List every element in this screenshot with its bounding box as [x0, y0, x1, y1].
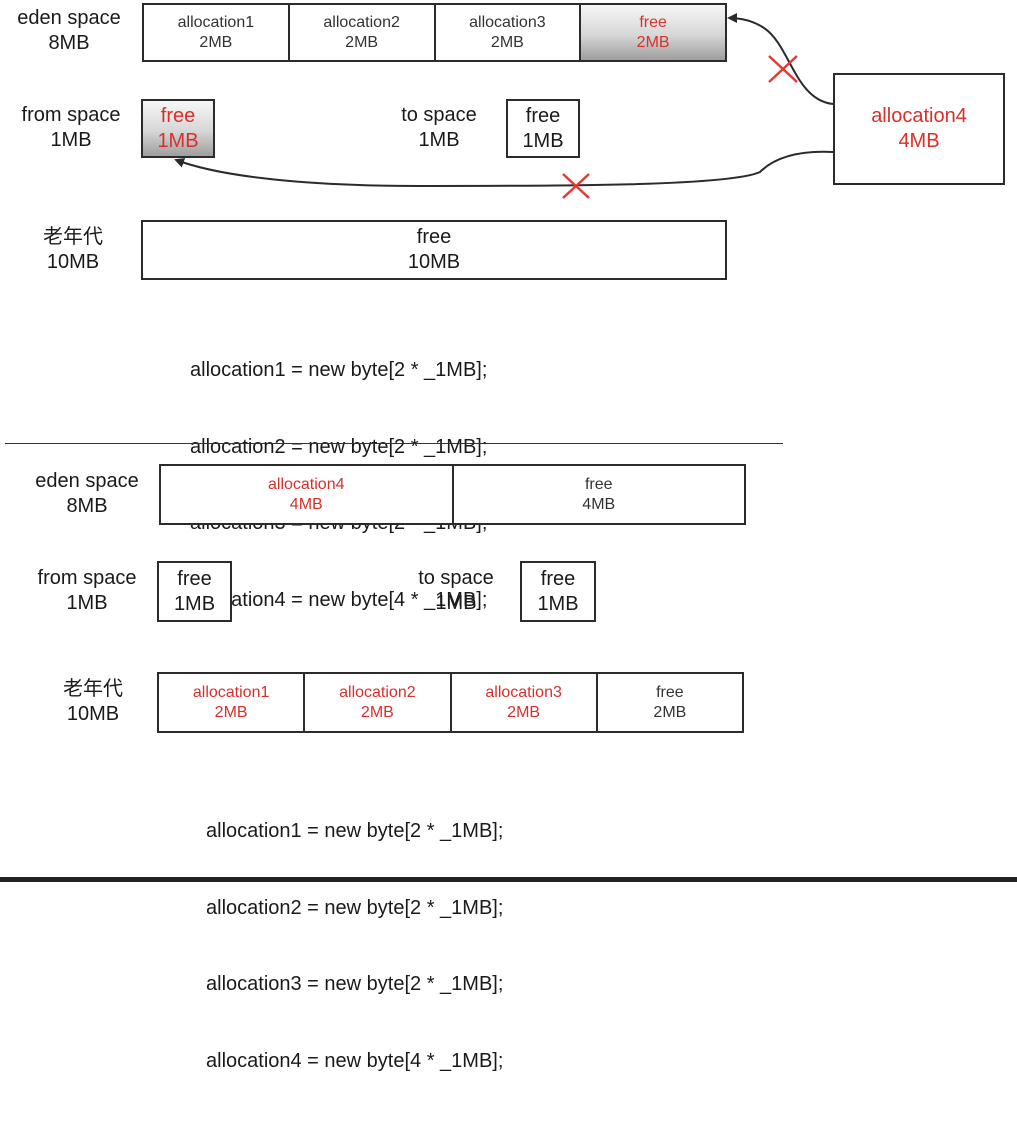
eden-cell-allocation2: allocation2 2MB	[290, 5, 436, 60]
cross-mark-icon	[562, 173, 590, 199]
code-block-after: allocation1 = new byte[2 * _1MB]; alloca…	[206, 768, 503, 1125]
old-cell-allocation3: allocation3 2MB	[452, 674, 598, 731]
from-space-label: from space 1MB	[37, 567, 137, 614]
eden-cell-allocation4: allocation4 4MB	[161, 466, 454, 523]
old-cell-allocation2: allocation2 2MB	[305, 674, 452, 731]
old-cell-free: free 2MB	[653, 683, 687, 721]
to-space-label: to space 1MB	[418, 567, 494, 614]
arrow-to-from-space	[174, 150, 834, 188]
bottom-edge-bar	[0, 877, 1017, 882]
eden-cell-allocation3: allocation3 2MB	[436, 5, 582, 60]
eden-cell-free: free 4MB	[582, 475, 616, 513]
eden-cell-allocation1: allocation1 2MB	[144, 5, 290, 60]
to-space-label: to space 1MB	[401, 104, 477, 151]
code-line: allocation2 = new byte[2 * _1MB];	[190, 435, 488, 458]
code-line: allocation1 = new byte[2 * _1MB];	[190, 359, 488, 381]
code-line: allocation4 = new byte[4 * _1MB];	[206, 1049, 504, 1072]
to-space-box: free 1MB	[506, 99, 580, 158]
section-divider	[5, 443, 783, 444]
eden-cell-free: free 2MB	[581, 5, 725, 60]
eden-space-row: allocation1 2MB allocation2 2MB allocati…	[142, 3, 727, 62]
old-gen-label: 老年代 10MB	[43, 226, 103, 273]
code-line: allocation1 = new byte[2 * _1MB];	[206, 820, 504, 842]
allocation4-box: allocation4 4MB	[833, 73, 1005, 185]
eden-space-row: allocation4 4MB free 4MB	[159, 464, 746, 525]
from-space-label: from space 1MB	[21, 104, 121, 151]
eden-space-label: eden space 8MB	[17, 7, 121, 54]
arrow-to-eden-free	[727, 13, 834, 105]
code-line: allocation2 = new byte[2 * _1MB];	[206, 896, 504, 919]
eden-space-label: eden space 8MB	[35, 470, 139, 517]
cross-mark-icon	[768, 55, 798, 83]
from-space-box: free 1MB	[157, 561, 232, 622]
old-gen-row: allocation1 2MB allocation2 2MB allocati…	[157, 672, 744, 733]
old-gen-box: free 10MB	[141, 220, 727, 280]
old-gen-label: 老年代 10MB	[63, 678, 123, 725]
arrows-overlay	[174, 13, 834, 199]
to-space-box: free 1MB	[520, 561, 596, 622]
code-line: allocation3 = new byte[2 * _1MB];	[206, 973, 504, 995]
from-space-box: free 1MB	[141, 99, 215, 158]
old-cell-allocation1: allocation1 2MB	[159, 674, 306, 731]
